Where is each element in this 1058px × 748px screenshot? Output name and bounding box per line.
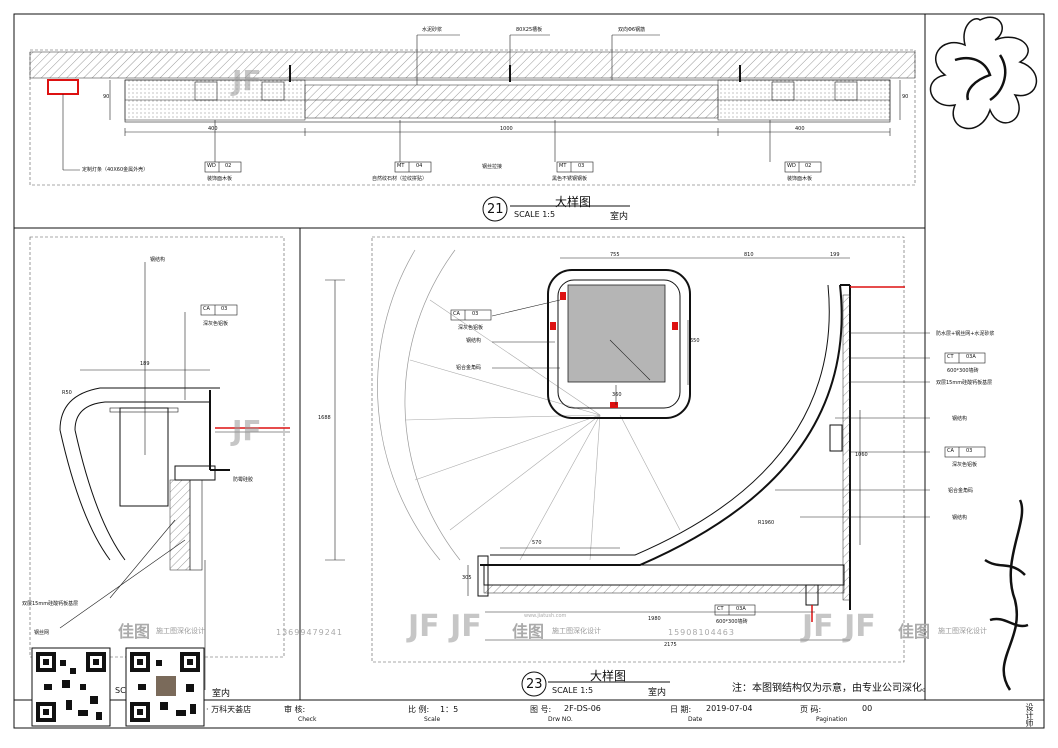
- steel-tube: [119, 407, 169, 507]
- detail-23: [325, 236, 986, 697]
- qr-code-right: [125, 647, 205, 727]
- concrete-slab: [29, 51, 916, 79]
- detail-21: [29, 34, 916, 222]
- watermark-logo-1: JF JF JF JF JF JF: [230, 64, 876, 644]
- light-strip-box: [47, 79, 79, 95]
- svg-text:JF: JF: [230, 64, 262, 97]
- qr-code-left: [31, 647, 111, 727]
- detail-21-number-circle: [482, 196, 508, 222]
- designer-signature: [984, 499, 1029, 691]
- svg-text:JF: JF: [230, 414, 262, 447]
- detail-23-number-circle: [521, 671, 547, 697]
- sheet-border: [13, 13, 1045, 729]
- curved-wall: [480, 284, 843, 566]
- column-core: [567, 284, 666, 383]
- column-cladding: [547, 269, 691, 419]
- svg-text:JF JF: JF JF: [406, 609, 482, 644]
- designer-seal: [929, 16, 1037, 130]
- detail-22: [29, 236, 290, 690]
- svg-text:JF JF: JF JF: [800, 609, 876, 644]
